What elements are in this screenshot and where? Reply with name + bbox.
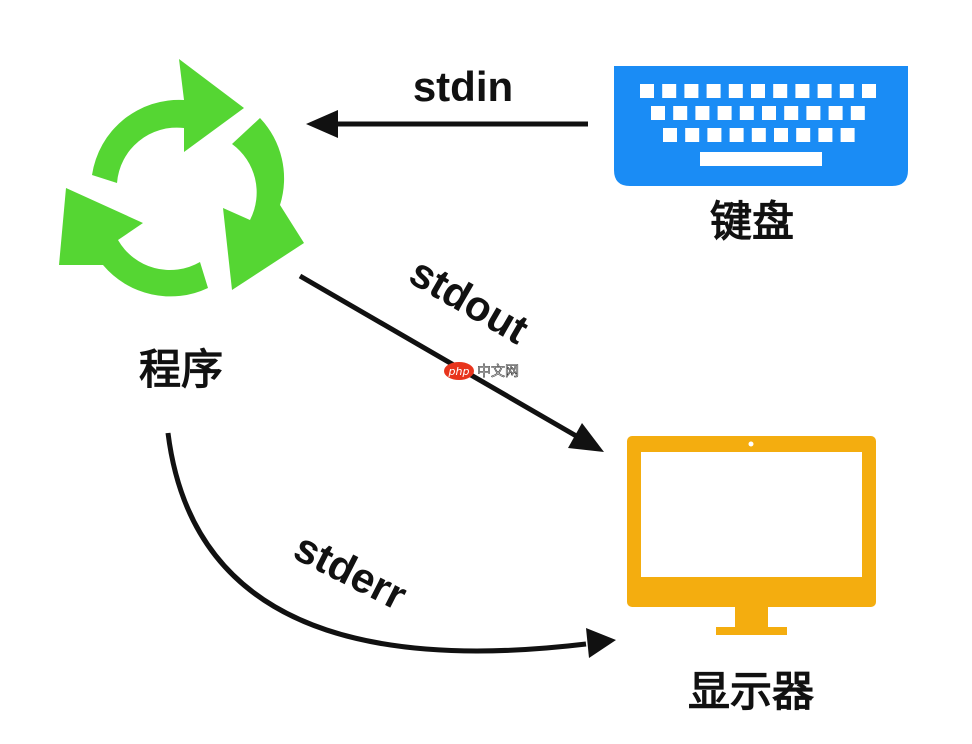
keyboard-key xyxy=(817,84,832,98)
keyboard-key xyxy=(651,106,665,120)
keyboard-keys xyxy=(640,84,876,142)
keyboard-key xyxy=(706,84,721,98)
keyboard-key xyxy=(729,128,744,142)
stderr-arrowhead xyxy=(586,628,616,658)
keyboard-key xyxy=(784,106,799,120)
monitor-stand-base xyxy=(716,627,787,635)
keyboard-key xyxy=(662,84,677,98)
keyboard-key xyxy=(640,84,654,98)
keyboard-key xyxy=(739,106,754,120)
recycle-cycle-icon xyxy=(59,59,304,297)
watermark-brand: php xyxy=(448,365,470,378)
keyboard-key xyxy=(762,106,776,120)
program-label: 程序 xyxy=(139,345,223,394)
keyboard-key xyxy=(828,106,843,120)
stdout-arrow xyxy=(298,273,604,452)
keyboard-key xyxy=(862,84,876,98)
keyboard-icon xyxy=(614,66,908,186)
keyboard-key xyxy=(673,106,688,120)
keyboard-key xyxy=(728,84,743,98)
keyboard-key xyxy=(839,84,854,98)
keyboard-key xyxy=(818,128,833,142)
cycle-arrow-top xyxy=(92,59,244,183)
monitor-camera xyxy=(748,441,754,447)
cycle-arrow-right xyxy=(223,118,304,290)
keyboard-key xyxy=(717,106,732,120)
keyboard-key xyxy=(685,128,700,142)
keyboard-key xyxy=(850,106,865,120)
monitor-icon xyxy=(627,436,876,635)
keyboard-key xyxy=(684,84,699,98)
monitor-screen xyxy=(641,452,862,577)
stdin-label: stdin xyxy=(413,63,513,110)
stdout-arrowhead xyxy=(568,423,604,452)
keyboard-key xyxy=(806,106,821,120)
display-label: 显示器 xyxy=(688,667,815,716)
keyboard-key xyxy=(773,84,788,98)
stderr-arrow xyxy=(165,432,616,658)
keyboard-key xyxy=(795,84,810,98)
keyboard-label: 键盘 xyxy=(710,197,794,246)
stdin-arrow xyxy=(306,110,588,138)
keyboard-key xyxy=(774,128,788,142)
monitor-neck xyxy=(735,607,768,629)
cycle-arrow-left xyxy=(59,188,208,297)
keyboard-spacebar xyxy=(700,152,822,166)
keyboard-key xyxy=(707,128,722,142)
watermark-logo: php 中文网 xyxy=(444,362,519,380)
keyboard-key xyxy=(663,128,677,142)
stdout-label: stdout xyxy=(402,248,537,353)
keyboard-key xyxy=(751,84,765,98)
stdin-arrowhead xyxy=(306,110,338,138)
keyboard-key xyxy=(840,128,855,142)
keyboard-key xyxy=(796,128,811,142)
watermark-text: 中文网 xyxy=(477,364,519,380)
stderr-label: stderr xyxy=(287,523,414,619)
keyboard-key xyxy=(695,106,710,120)
keyboard-key xyxy=(751,128,766,142)
